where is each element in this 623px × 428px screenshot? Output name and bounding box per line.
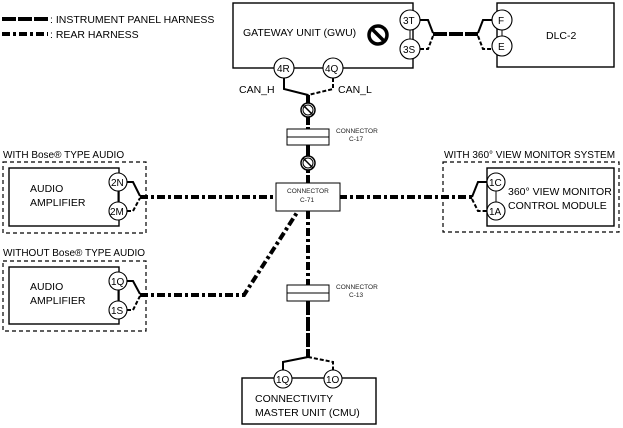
svm-label-1: 360° VIEW MONITOR — [508, 186, 612, 198]
pin-1o-cmu-label: 1O — [326, 375, 340, 386]
amp-nobose-label-2: AMPLIFIER — [30, 295, 86, 307]
svm-label-2: CONTROL MODULE — [508, 200, 607, 212]
legend-ip-label: : INSTRUMENT PANEL HARNESS — [50, 14, 214, 26]
pin-e-label: E — [498, 42, 505, 53]
amp-bose-box — [8, 167, 120, 227]
pin-f — [491, 9, 513, 31]
amp-bose-label-1: AUDIO — [30, 183, 63, 195]
pin-1c-label: 1C — [489, 178, 502, 189]
wire-can-h — [283, 78, 309, 96]
no-symbol-icon-upper — [300, 102, 316, 118]
svm-box — [486, 167, 615, 227]
dlc-box — [496, 2, 615, 68]
section-with-360: WITH 360° VIEW MONITOR SYSTEM — [444, 150, 615, 161]
c71-label-2: C-71 — [300, 197, 314, 204]
pin-1a — [486, 201, 506, 221]
pin-1s-amp-label: 1S — [111, 306, 124, 317]
pin-f-label: F — [498, 16, 504, 27]
cmu-box — [241, 377, 377, 425]
gwu-box — [232, 2, 414, 69]
wire-3s — [420, 35, 434, 50]
pin-4r-label: 4R — [277, 64, 290, 75]
amp-bose-label-2: AMPLIFIER — [30, 197, 86, 209]
c13-label-1: CONNECTOR — [336, 284, 378, 291]
no-symbol-icon-lower — [300, 155, 316, 171]
pin-2m-label: 2M — [110, 207, 124, 218]
pin-e — [491, 35, 513, 57]
cmu-label-1: CONNECTIVITY — [255, 393, 333, 405]
can-h-label: CAN_H — [239, 84, 275, 96]
pin-3s-label: 3S — [403, 45, 416, 56]
wire-1q-amp — [127, 280, 141, 295]
wire-f — [477, 19, 492, 34]
amp-nobose-box — [8, 266, 120, 325]
wire-cmu-1q — [282, 356, 309, 372]
dlc-label: DLC-2 — [546, 30, 577, 42]
pin-1a-label: 1A — [489, 207, 502, 218]
c17-label-2: C-17 — [349, 136, 363, 143]
no-symbol-icon — [367, 24, 389, 46]
pin-3t-label: 3T — [403, 16, 415, 27]
pin-1q-cmu — [273, 369, 293, 389]
wire-1a — [471, 198, 487, 212]
wire-rear-nobose — [140, 209, 300, 297]
section-with-bose: WITH Bose® TYPE AUDIO — [3, 150, 124, 161]
pin-3t — [399, 9, 421, 31]
wire-e — [477, 35, 492, 50]
amp-nobose-label-1: AUDIO — [30, 281, 63, 293]
cmu-label-2: MASTER UNIT (CMU) — [255, 407, 360, 419]
wire-2m — [127, 197, 141, 212]
wire-2n — [127, 181, 141, 197]
c17-label-1: CONNECTOR — [336, 128, 378, 135]
c71-label-1: CONNECTOR — [287, 188, 329, 195]
legend-rear-label: : REAR HARNESS — [50, 29, 139, 41]
pin-4q-label: 4Q — [325, 64, 339, 75]
pin-4q — [322, 57, 344, 79]
pin-3s — [399, 38, 421, 60]
section-without-bose: WITHOUT Bose® TYPE AUDIO — [3, 248, 145, 259]
pin-4r — [273, 57, 295, 79]
can-l-label: CAN_L — [338, 84, 372, 96]
pin-2n-label: 2N — [111, 178, 124, 189]
wire-1s-amp — [127, 295, 141, 311]
gwu-label: GATEWAY UNIT (GWU) — [243, 27, 356, 39]
c13-label-2: C-13 — [349, 292, 363, 299]
wire-can-l — [307, 78, 334, 96]
pin-1o-cmu — [323, 369, 343, 389]
pin-1q-cmu-label: 1Q — [276, 375, 290, 386]
pin-1q-amp-label: 1Q — [111, 277, 125, 288]
svm-dashed-frame — [442, 161, 620, 233]
connector-c71 — [275, 182, 341, 212]
wire-3t — [420, 19, 434, 34]
wire-cmu-1o — [307, 356, 334, 372]
wire-1c — [471, 181, 487, 198]
pin-1c — [486, 172, 506, 192]
